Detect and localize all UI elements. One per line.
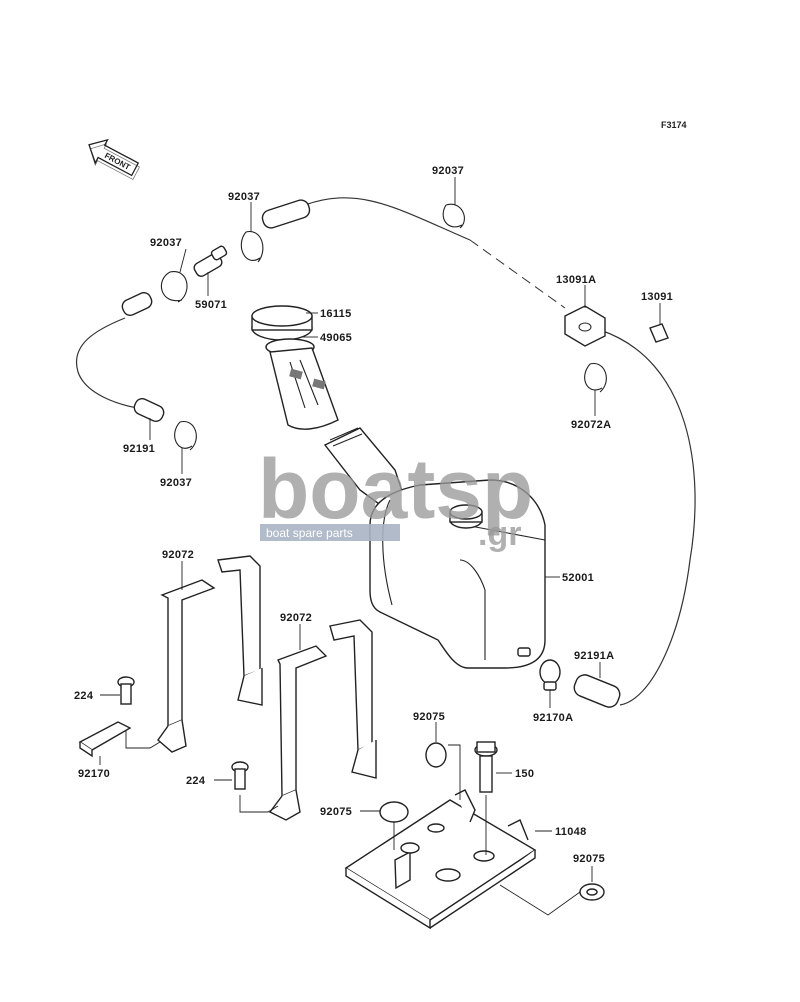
clip-92037-c xyxy=(442,203,465,229)
oil-tank-52001 xyxy=(369,479,546,669)
clip-92072A xyxy=(584,363,607,393)
callout-49065: 49065 xyxy=(320,332,352,344)
callout-92075-top: 92075 xyxy=(413,711,445,723)
clip-92037-a xyxy=(161,271,188,303)
bracket-92072-middle xyxy=(268,619,377,821)
callout-92072A: 92072A xyxy=(571,419,611,431)
washer-92075-c xyxy=(579,883,605,901)
diagram-code: F3174 xyxy=(661,120,687,130)
fuel-cap-16115 xyxy=(251,305,313,341)
check-valve-59071 xyxy=(193,245,228,277)
callout-16115: 16115 xyxy=(320,308,351,320)
hose-clamp-92170A xyxy=(539,659,561,691)
pad-92075-b xyxy=(379,801,409,823)
bolt-224-b xyxy=(231,761,249,790)
callout-92037-left: 92037 xyxy=(150,237,182,249)
callout-11048: 11048 xyxy=(555,826,586,838)
callout-52001: 52001 xyxy=(562,572,594,584)
hose-upper xyxy=(304,197,471,241)
clip-92037-d xyxy=(174,421,197,451)
callout-92170: 92170 xyxy=(78,768,110,780)
callout-92037-upper: 92037 xyxy=(228,191,260,203)
filler-neck-49065 xyxy=(265,338,339,430)
plate-92170 xyxy=(78,721,132,758)
callout-92037-top-right: 92037 xyxy=(432,165,464,177)
watermark-logo: boatsp .gr boat spare parts xyxy=(258,442,533,553)
clip-13091 xyxy=(649,323,669,343)
hose-piece-small xyxy=(121,292,153,316)
callout-92170A: 92170A xyxy=(533,712,573,724)
hose-right xyxy=(599,329,696,706)
bolt-224-a xyxy=(117,676,135,705)
bracket-92072-left xyxy=(157,555,263,753)
pad-92075-a xyxy=(425,742,447,768)
callout-59071: 59071 xyxy=(195,299,227,311)
callout-92191: 92191 xyxy=(123,443,155,455)
watermark-suffix: .gr xyxy=(478,515,521,553)
leader-lines xyxy=(99,177,661,916)
callout-150: 150 xyxy=(515,768,534,780)
callout-92072-left: 92072 xyxy=(162,549,194,561)
watermark-brand: boatsp xyxy=(258,442,533,536)
callout-92075-middle: 92075 xyxy=(320,806,352,818)
callout-92075-bottom: 92075 xyxy=(573,853,605,865)
callout-224-middle: 224 xyxy=(186,775,206,787)
clip-92037-b xyxy=(240,231,264,263)
hose-upper-dash xyxy=(469,239,566,309)
callout-13091: 13091 xyxy=(641,291,673,303)
callout-labels: 92037 92037 92037 92037 59071 16115 4906… xyxy=(74,165,673,865)
callout-13091A: 13091A xyxy=(556,274,596,286)
base-plate-11048 xyxy=(344,789,537,930)
hose-left xyxy=(75,317,139,409)
watermark-tagline: boat spare parts xyxy=(266,526,353,540)
hose-piece-92191A xyxy=(573,674,621,708)
hose-piece-upper xyxy=(261,199,311,229)
bolt-150 xyxy=(474,741,498,793)
hose-piece-92191 xyxy=(133,398,165,422)
clamp-13091A xyxy=(564,305,606,347)
callout-92037-lower: 92037 xyxy=(160,477,192,489)
callout-224-left: 224 xyxy=(74,690,94,702)
callout-92072-middle: 92072 xyxy=(280,612,312,624)
front-arrow-icon: FRONT xyxy=(88,138,141,180)
callout-92191A: 92191A xyxy=(574,650,614,662)
